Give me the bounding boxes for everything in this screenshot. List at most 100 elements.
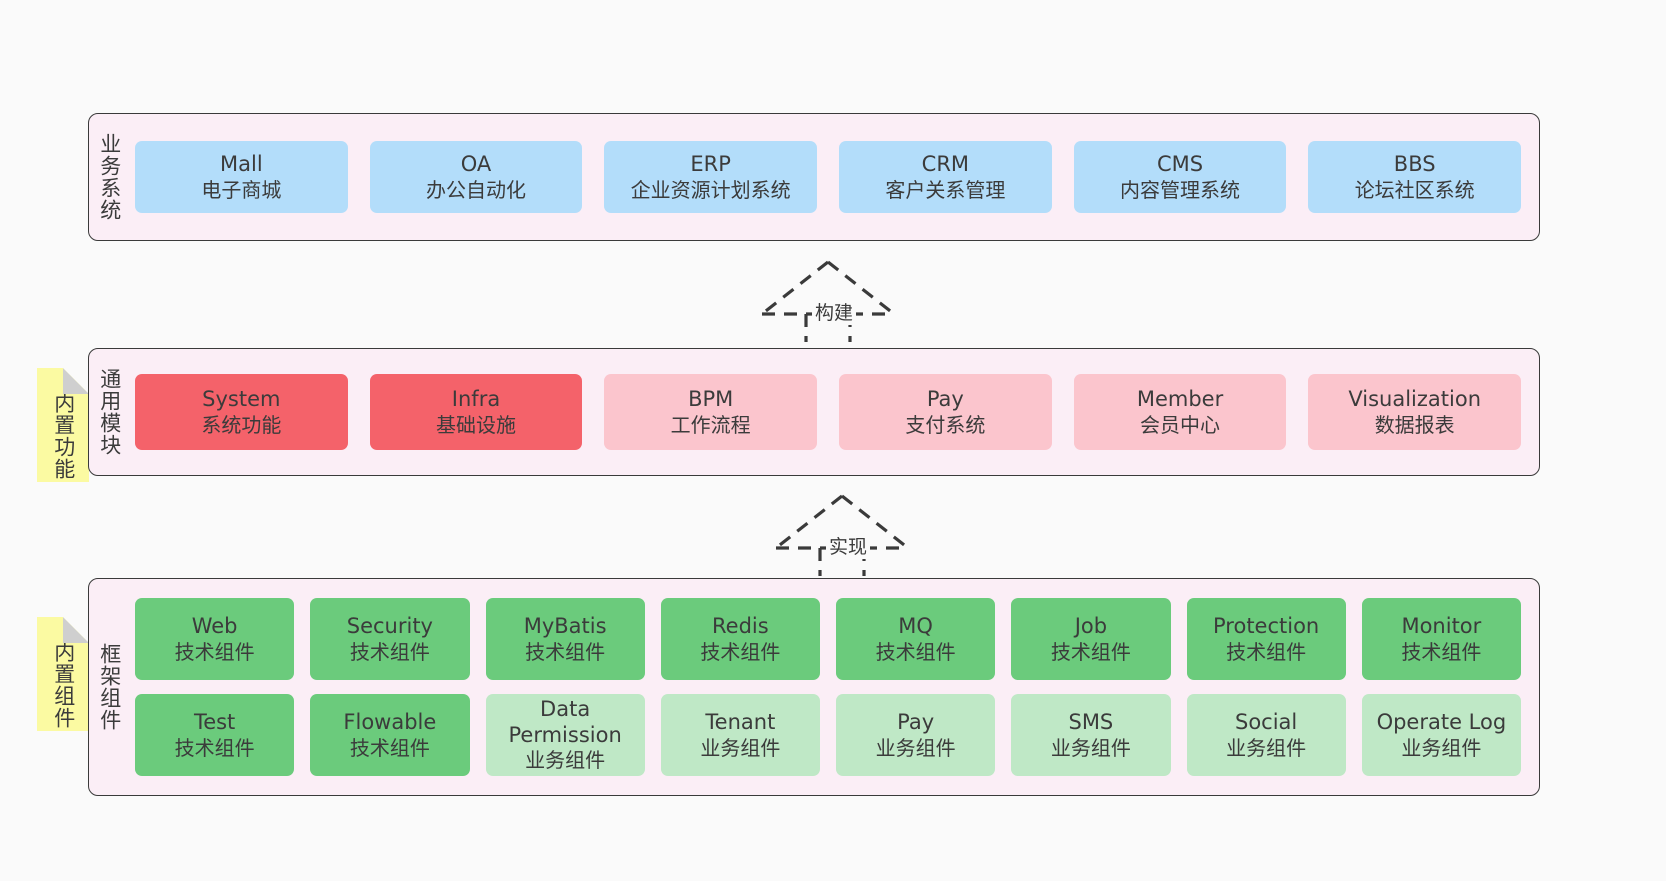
card-subtitle: 内容管理系统 [1120,177,1241,202]
card-subtitle: 办公自动化 [426,177,526,202]
layer-title-business: 业务系统 [97,133,122,221]
card-visualization[interactable]: Visualization 数据报表 [1308,374,1522,450]
card-subtitle: 数据报表 [1374,412,1455,437]
card-title: SMS [1068,710,1114,734]
card-title: Flowable [343,710,437,734]
card-test[interactable]: Test 技术组件 [135,694,295,776]
card-infra[interactable]: Infra 基础设施 [369,374,583,450]
card-title: CMS [1156,152,1204,176]
note-label: 内置功能 [51,392,76,480]
card-social[interactable]: Social 业务组件 [1186,694,1346,776]
card-subtitle: 工作流程 [670,412,751,437]
note-builtin-features: 内置功能 [37,368,89,482]
card-title: MQ [898,614,933,638]
card-web[interactable]: Web 技术组件 [135,598,295,680]
card-title: Member [1136,387,1224,411]
card-title: Web [191,614,238,638]
card-title: Social [1234,710,1298,734]
card-subtitle: 技术组件 [349,735,430,760]
card-job[interactable]: Job 技术组件 [1011,598,1171,680]
card-title: Job [1074,614,1108,638]
card-subtitle: 基础设施 [436,412,516,437]
connector-label-implement: 实现 [826,532,871,559]
card-subtitle: 技术组件 [525,639,606,664]
card-subtitle: 业务组件 [1050,735,1131,760]
note-label: 内置组件 [51,641,76,729]
card-member[interactable]: Member 会员中心 [1073,374,1287,450]
card-title: Data Permission [508,697,622,747]
card-mall[interactable]: Mall 电子商城 [135,141,348,213]
layer-body-business: Mall 电子商城 OA 办公自动化 ERP 企业资源计划系统 CRM 客户关系… [129,114,1539,240]
layer-body-common-modules: System 系统功能 Infra 基础设施 BPM 工作流程 Pay 支付系统… [129,349,1539,475]
card-subtitle: 业务组件 [875,735,956,760]
card-erp[interactable]: ERP 企业资源计划系统 [604,141,818,213]
card-title: BBS [1393,152,1436,176]
card-title: Infra [451,387,501,411]
card-title: Mall [220,152,263,176]
card-data-permission[interactable]: Data Permission 业务组件 [485,694,645,776]
layer-framework-components: 框架组件 Web 技术组件 Security 技术组件 MyBatis 技术组件… [88,578,1540,796]
card-title: BPM [688,387,734,411]
card-title: MyBatis [523,614,607,638]
card-subtitle: 论坛社区系统 [1354,177,1475,202]
card-title: ERP [690,152,731,176]
card-title: Monitor [1401,614,1482,638]
card-row: Mall 电子商城 OA 办公自动化 ERP 企业资源计划系统 CRM 客户关系… [135,141,1522,213]
layer-business: 业务系统 Mall 电子商城 OA 办公自动化 ERP 企业资源计划系统 CRM… [88,113,1540,241]
card-subtitle: 技术组件 [1226,639,1307,664]
card-subtitle: 技术组件 [700,639,781,664]
card-subtitle: 电子商城 [201,177,282,202]
card-subtitle: 客户关系管理 [885,177,1006,202]
card-sms[interactable]: SMS 业务组件 [1011,694,1171,776]
card-row: Web 技术组件 Security 技术组件 MyBatis 技术组件 Redi… [135,598,1521,680]
connector-implement: 实现 [772,492,912,576]
card-title: OA [460,152,492,176]
card-title: Tenant [705,710,776,734]
card-pay-business[interactable]: Pay 业务组件 [836,694,996,776]
card-subtitle: 技术组件 [1050,639,1131,664]
connector-label-build: 构建 [812,298,857,325]
card-protection[interactable]: Protection 技术组件 [1186,598,1346,680]
card-row: Test 技术组件 Flowable 技术组件 Data Permission … [135,694,1521,776]
card-mybatis[interactable]: MyBatis 技术组件 [485,598,645,680]
card-subtitle: 技术组件 [174,639,255,664]
card-mq[interactable]: MQ 技术组件 [836,598,996,680]
card-system[interactable]: System 系统功能 [135,374,348,450]
card-title: Operate Log [1376,710,1507,734]
card-title: CRM [921,152,970,176]
card-subtitle: 支付系统 [905,412,986,437]
card-subtitle: 企业资源计划系统 [630,177,791,202]
layer-common-modules: 通用模块 System 系统功能 Infra 基础设施 BPM 工作流程 Pay… [88,348,1540,476]
card-bbs[interactable]: BBS 论坛社区系统 [1308,141,1522,213]
card-operate-log[interactable]: Operate Log 业务组件 [1361,694,1521,776]
card-subtitle: 会员中心 [1140,412,1221,437]
card-crm[interactable]: CRM 客户关系管理 [839,141,1052,213]
card-pay[interactable]: Pay 支付系统 [839,374,1052,450]
card-subtitle: 业务组件 [525,748,606,773]
layer-title-common-modules: 通用模块 [97,368,122,456]
card-monitor[interactable]: Monitor 技术组件 [1361,598,1521,680]
note-builtin-components: 内置组件 [37,617,89,731]
card-bpm[interactable]: BPM 工作流程 [604,374,818,450]
card-flowable[interactable]: Flowable 技术组件 [310,694,470,776]
card-subtitle: 系统功能 [201,412,282,437]
card-title: Redis [712,614,769,638]
card-title: Security [346,614,433,638]
card-oa[interactable]: OA 办公自动化 [369,141,583,213]
card-title: Protection [1213,614,1320,638]
card-subtitle: 业务组件 [700,735,781,760]
card-subtitle: 技术组件 [349,639,430,664]
layer-body-framework-components: Web 技术组件 Security 技术组件 MyBatis 技术组件 Redi… [129,579,1539,795]
layer-title-framework-components: 框架组件 [97,643,122,731]
card-cms[interactable]: CMS 内容管理系统 [1073,141,1287,213]
card-tenant[interactable]: Tenant 业务组件 [660,694,820,776]
card-subtitle: 技术组件 [174,735,255,760]
card-row: System 系统功能 Infra 基础设施 BPM 工作流程 Pay 支付系统… [135,374,1522,450]
card-title: Test [193,710,236,734]
card-title: Pay [926,387,964,411]
connector-build: 构建 [758,258,898,342]
card-redis[interactable]: Redis 技术组件 [660,598,820,680]
card-subtitle: 技术组件 [875,639,956,664]
card-security[interactable]: Security 技术组件 [310,598,470,680]
